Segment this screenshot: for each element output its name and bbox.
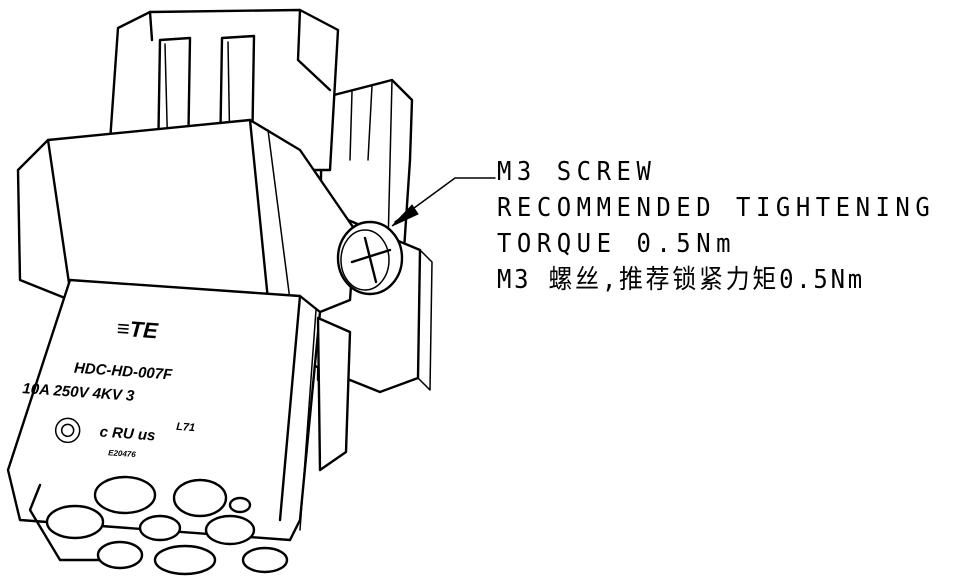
m3-screw [336, 220, 404, 296]
front-face [6, 278, 352, 562]
connector-body [16, 118, 357, 314]
cert-code: L71 [176, 421, 196, 434]
top-latch [106, 8, 340, 172]
ground-symbol-icon [54, 417, 81, 444]
arrowhead-icon [391, 204, 419, 227]
pin-cavities [45, 475, 289, 576]
callout-line-3: TORQUE 0.5Nm [497, 229, 737, 259]
part-number: HDC-HD-007F [73, 360, 173, 384]
callout-line-2: RECOMMENDED TIGHTENING [497, 193, 936, 223]
callout-line-4: M3 螺丝,推荐锁紧力矩0.5Nm [497, 265, 865, 295]
cert-mark: c RU us [99, 424, 156, 445]
brand-logo: ≡TE [116, 316, 160, 344]
file-number: E20476 [108, 448, 137, 459]
callout-line-1: M3 SCREW [497, 157, 657, 187]
leader-line [391, 177, 496, 227]
